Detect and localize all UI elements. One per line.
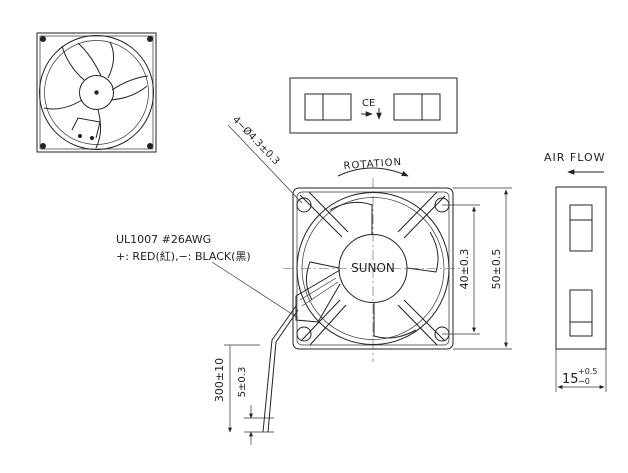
thickness-tol-upper: +0.5 (578, 367, 597, 376)
front-view: SUNON (283, 178, 465, 362)
air-flow-label: AIR FLOW (544, 151, 606, 164)
thickness-tol-lower: −0 (578, 377, 590, 386)
strip-length-dimension: 5±0.3 (237, 367, 253, 445)
rear-view (36, 32, 157, 153)
strip-length-label: 5±0.3 (237, 367, 248, 398)
thickness-label: 15 (562, 372, 579, 387)
hole-pitch-label: 40±0.3 (458, 249, 471, 290)
side-view: AIR FLOW 15 +0.5 −0 (544, 151, 607, 392)
wire-colors: +: RED(紅),−: BLACK(黑) (116, 250, 251, 263)
label-sticker: CE (289, 77, 458, 134)
mounting-holes-label: 4−Ø4.3±0.3 (230, 114, 282, 168)
frame-size-dimension: 50±0.5 (453, 187, 512, 350)
direction-arrows-icon (361, 108, 382, 120)
frame-size-label: 50±0.5 (490, 249, 503, 290)
mounting-hole-callout: 4−Ø4.3±0.3 (227, 114, 303, 204)
cable-spec: UL1007 #26AWG (116, 233, 211, 246)
rotation-label: ROTATION (343, 157, 402, 172)
ce-mark: CE (362, 98, 375, 109)
lead-length-dimension: 300±10 (213, 344, 260, 433)
hole-pitch-dimension: 40±0.3 (442, 204, 480, 335)
rotation-indicator: ROTATION (337, 157, 409, 177)
lead-wires (244, 305, 299, 433)
brand-label: SUNON (351, 261, 395, 275)
lead-length-label: 300±10 (213, 358, 226, 402)
